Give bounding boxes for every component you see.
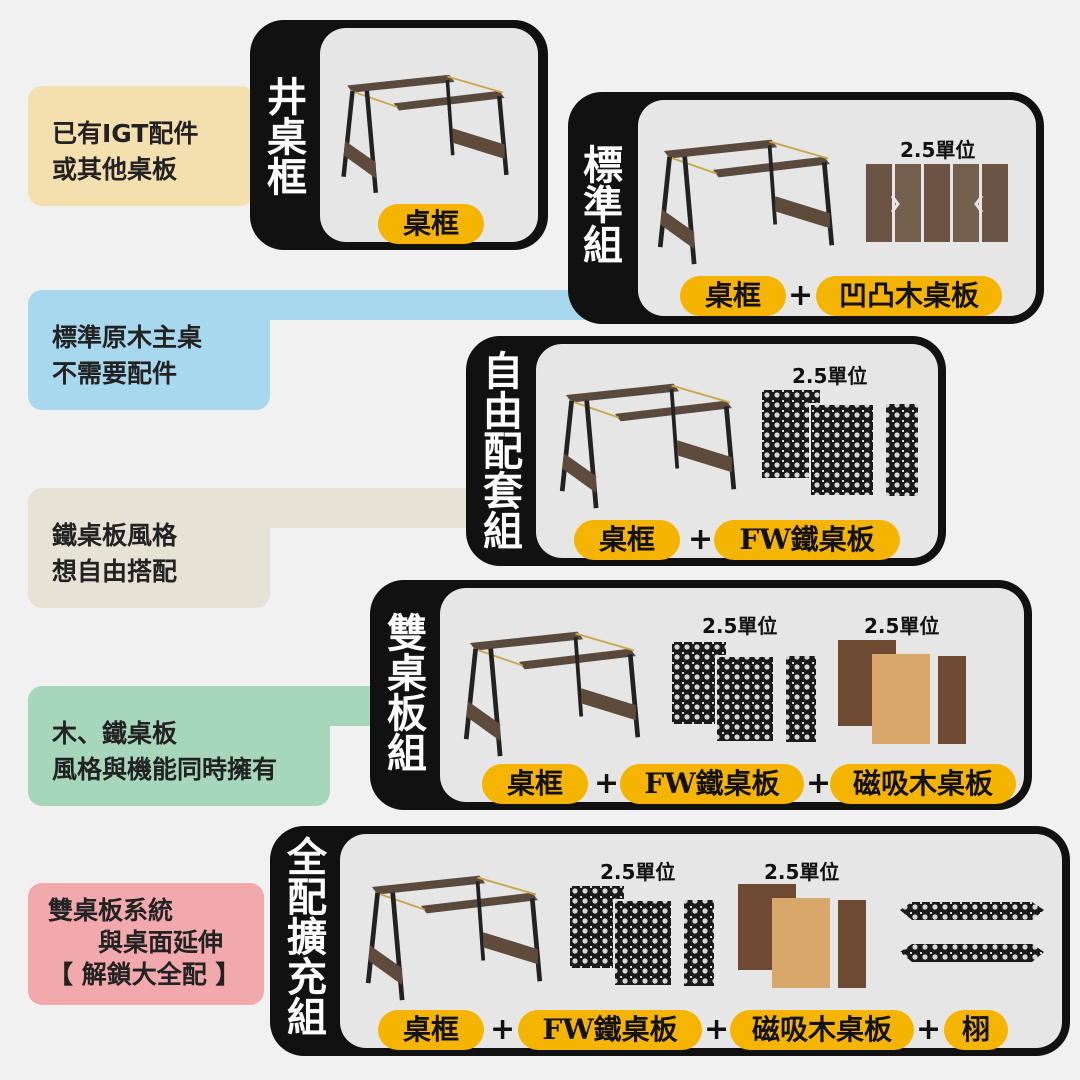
card-title: 全 配 擴 充 組 (282, 838, 332, 1038)
title-char: 配 (287, 875, 327, 921)
title-char: 板 (387, 691, 427, 737)
iron-panel-icon (762, 390, 918, 497)
table-frame-icon (364, 870, 544, 1002)
magnetic-wood-board-icon (838, 640, 966, 744)
bubble-line: 鐵桌板風格 (52, 521, 178, 550)
iron-panel-icon (570, 886, 714, 987)
iron-panel-icon (672, 642, 816, 743)
title-char: 擴 (287, 915, 327, 961)
card-title: 標 準 組 (578, 146, 628, 266)
card-inner: 桌框 (320, 28, 538, 244)
bubble-line: 與桌面延伸 (48, 928, 224, 957)
card-title: 雙 桌 板 組 (382, 614, 432, 774)
card-inner: 2.5單位 桌框 + FW鐵桌板 (536, 344, 938, 560)
bubble-line: 標準原木主桌 (52, 323, 203, 352)
card-double-board-set: 2.5單位 2.5單位 桌框 + FW鐵桌板 + 磁吸木桌板 雙 桌 板 組 (370, 580, 1032, 810)
bubble-2: 標準原木主桌 不需要配件 (28, 290, 270, 410)
bubble-5: 雙桌板系統 與桌面延伸 【 解鎖大全配 】 (28, 883, 264, 1005)
pill-frame: 桌框 (680, 276, 786, 316)
pill-frame: 桌框 (574, 520, 680, 560)
pill-iron-board: FW鐵桌板 (620, 764, 804, 804)
card-free-set: 2.5單位 桌框 + FW鐵桌板 自 由 配 套 組 (466, 336, 946, 566)
bubble-2-tail (250, 290, 590, 320)
pill-iron-board: FW鐵桌板 (714, 520, 900, 560)
bubble-line: 不需要配件 (52, 359, 178, 388)
title-char: 雙 (387, 611, 427, 657)
title-char: 組 (483, 509, 523, 555)
wood-board-icon (866, 164, 1008, 242)
table-frame-icon (558, 378, 738, 510)
title-char: 框 (267, 155, 307, 201)
bubble-line: 【 解鎖大全配 】 (48, 960, 241, 989)
bubble-4-tail (300, 686, 380, 726)
plus-sign: + (788, 278, 814, 313)
plus-sign: + (688, 522, 714, 557)
pill-rail: 栩 (944, 1010, 1008, 1050)
bubble-4: 木、鐵桌板 風格與機能同時擁有 (28, 686, 330, 806)
title-char: 套 (483, 469, 523, 515)
title-char: 組 (287, 995, 327, 1041)
unit-label: 2.5單位 (702, 614, 778, 638)
title-char: 配 (483, 429, 523, 475)
bubble-line: 或其他桌板 (52, 155, 178, 184)
pill-iron-board: FW鐵桌板 (518, 1010, 702, 1050)
title-char: 由 (483, 389, 523, 435)
extension-rail-icon (900, 902, 1044, 962)
bubble-line: 風格與機能同時擁有 (52, 755, 278, 784)
title-char: 桌 (267, 115, 307, 161)
pill-magnetic-wood-board: 磁吸木桌板 (830, 764, 1016, 804)
pill-magnetic-wood-board: 磁吸木桌板 (730, 1010, 914, 1050)
unit-label: 2.5單位 (792, 364, 868, 388)
pill-frame: 桌框 (378, 1010, 484, 1050)
plus-sign: + (594, 766, 620, 801)
pill-frame: 桌框 (482, 764, 588, 804)
bubble-line: 雙桌板系統 (48, 896, 174, 925)
title-char: 全 (287, 835, 327, 881)
table-frame-icon (462, 626, 642, 758)
table-frame-icon (340, 68, 510, 196)
card-frame-only: 桌框 井 桌 框 (250, 20, 548, 250)
plus-sign: + (916, 1012, 942, 1047)
card-inner: 2.5單位 2.5單位 桌框 + FW鐵桌板 + 磁吸木桌板 + 栩 (340, 834, 1062, 1050)
pill-wood-board: 凹凸木桌板 (816, 276, 1002, 316)
title-char: 自 (483, 349, 523, 395)
title-char: 充 (287, 955, 327, 1001)
card-standard-set: 2.5單位 桌框 + 凹凸木桌板 標 準 組 (568, 92, 1044, 324)
plus-sign: + (490, 1012, 516, 1047)
bubble-line: 想自由搭配 (52, 557, 178, 586)
unit-label: 2.5單位 (900, 138, 976, 162)
unit-label: 2.5單位 (764, 860, 840, 884)
plus-sign: + (704, 1012, 730, 1047)
pill-frame: 桌框 (378, 204, 484, 244)
unit-label: 2.5單位 (864, 614, 940, 638)
bubble-line: 木、鐵桌板 (52, 719, 178, 748)
title-char: 標 (583, 143, 623, 189)
title-char: 組 (583, 223, 623, 269)
bubble-3-tail (250, 488, 480, 528)
card-full-expansion-set: 2.5單位 2.5單位 桌框 + FW鐵桌板 + 磁吸木桌板 + 栩 全 配 擴… (270, 826, 1070, 1056)
bubble-1: 已有IGT配件 或其他桌板 (28, 86, 254, 206)
title-char: 井 (267, 75, 307, 121)
title-char: 準 (583, 183, 623, 229)
plus-sign: + (806, 766, 832, 801)
table-frame-icon (656, 134, 836, 266)
card-inner: 2.5單位 桌框 + 凹凸木桌板 (638, 100, 1036, 316)
unit-label: 2.5單位 (600, 860, 676, 884)
title-char: 組 (387, 731, 427, 777)
bubble-3: 鐵桌板風格 想自由搭配 (28, 488, 270, 608)
card-title: 井 桌 框 (262, 78, 312, 198)
card-inner: 2.5單位 2.5單位 桌框 + FW鐵桌板 + 磁吸木桌板 (440, 588, 1024, 804)
magnetic-wood-board-icon (738, 884, 866, 988)
title-char: 桌 (387, 651, 427, 697)
bubble-line: 已有IGT配件 (52, 119, 199, 148)
card-title: 自 由 配 套 組 (478, 352, 528, 552)
